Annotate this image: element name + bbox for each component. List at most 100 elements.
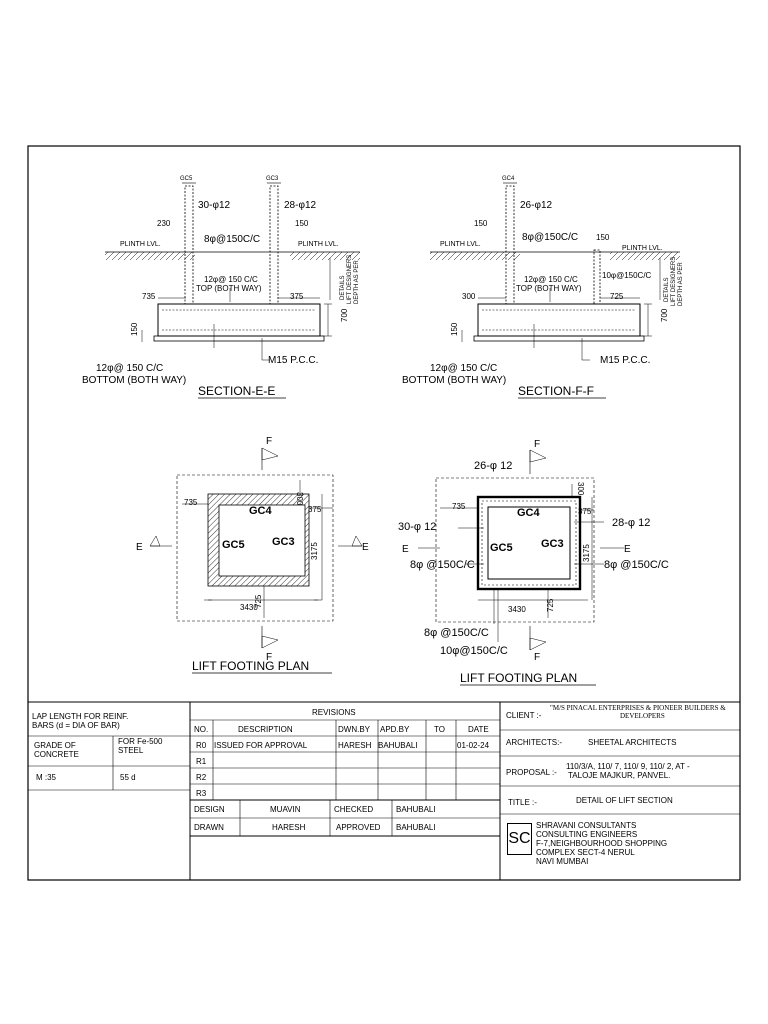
- label-bars-left: 30-φ12: [198, 200, 230, 211]
- plan-left-e-right: E: [362, 542, 369, 553]
- dim-700: 700: [340, 308, 349, 322]
- approved-by: BAHUBALI: [396, 823, 436, 832]
- dim-150-a: 150: [474, 219, 488, 228]
- plan-right-title: LIFT FOOTING PLAN: [460, 671, 577, 685]
- label-plinth-left-f: PLINTH LVL.: [440, 241, 481, 248]
- depth-note-2-f: LIFT DESIGNERS: [671, 257, 677, 306]
- drawing-title: DETAIL OF LIFT SECTION: [576, 796, 673, 805]
- soil-hatch-left-f: [430, 252, 520, 260]
- architects-label: ARCHITECTS:-: [506, 738, 562, 747]
- rev-r0-date: 01-02-24: [457, 741, 490, 750]
- lift-pit: [218, 504, 306, 577]
- lift-walls-right: [476, 495, 582, 591]
- wall-right: [593, 249, 601, 305]
- plan-left-dim-3175: 3175: [310, 542, 319, 560]
- label-bottom-bars-1-f: 12φ@ 150 C/C: [430, 363, 497, 374]
- rev-r0: R0: [196, 741, 207, 750]
- plan-right-dim-375: 375: [578, 507, 592, 516]
- firm-line-5: NAVI MUMBAI: [536, 857, 589, 866]
- plan-left-dim-375: 375: [308, 505, 322, 514]
- plan-right-stir-bottom: 8φ @150C/C: [424, 627, 489, 639]
- label-pcc-f: M15 P.C.C.: [600, 355, 650, 366]
- rev-r2: R2: [196, 773, 207, 782]
- label-bottom-bars-2-f: BOTTOM (BOTH WAY): [402, 375, 506, 386]
- label-plinth-right: PLINTH LVL.: [298, 241, 339, 248]
- dim-150-side: 150: [130, 322, 139, 336]
- rev-r3: R3: [196, 789, 207, 798]
- column-gc3: [269, 185, 279, 305]
- depth-note-1-f: DETAILS: [664, 277, 670, 302]
- plan-right-dim-3175: 3175: [582, 544, 591, 562]
- approved-label: APPROVED: [336, 823, 381, 832]
- label-bars-f: 26-φ12: [520, 200, 552, 211]
- section-e-e: GC5 GC3 30-φ12 28-φ12 230 150 8φ@150C/C …: [82, 176, 360, 399]
- depth-note-3: DEPTH AS PER: [354, 260, 360, 304]
- plan-right-gc3: GC3: [541, 538, 564, 550]
- lift-footing-plan-left: F F E E GC4 GC5 GC3 735 300 375 3175 343…: [136, 436, 369, 674]
- plan-right-dim-300: 300: [576, 482, 585, 496]
- steel-line-2: STEEL: [118, 746, 144, 755]
- plan-right-stir-right: 8φ @150C/C: [604, 559, 669, 571]
- design-label: DESIGN: [194, 805, 225, 814]
- client-line-1: "M/S PINACAL ENTERPRISES & PIONEER BUILD…: [550, 704, 726, 712]
- label-top-bars-1-f: 12φ@ 150 C/C: [524, 275, 578, 284]
- depth-note-2: LIFT DESIGNERS: [347, 255, 353, 304]
- firm-line-4: COMPLEX SECT-4 NERUL: [536, 848, 635, 857]
- lift-footing-plan-right: F F E E 26-φ 12 30-φ 12 28-φ 12 8φ @150C…: [398, 439, 669, 686]
- col-to: TO: [434, 725, 445, 734]
- soil-hatch-left: [105, 252, 195, 260]
- revisions-heading: REVISIONS: [312, 708, 356, 717]
- pcc-bed: [153, 335, 325, 342]
- plan-right-e-left: E: [402, 544, 409, 555]
- plan-left-dim-725: 725: [254, 594, 263, 608]
- sheet-border: [27, 145, 741, 881]
- plan-left-f-top: F: [266, 436, 272, 447]
- label-plinth-right-f: PLINTH LVL.: [622, 245, 663, 252]
- lap-length-line-2: BARS (d = DIA OF BAR): [32, 721, 120, 730]
- label-pcc: M15 P.C.C.: [268, 355, 318, 366]
- rebar-ring-outer: [481, 500, 577, 586]
- dim-735: 735: [142, 292, 156, 301]
- depth-note-1: DETAILS: [340, 275, 346, 300]
- depth-note-3-f: DEPTH AS PER: [678, 262, 684, 306]
- column-gc5: [184, 185, 194, 305]
- concrete-grade: M :35: [36, 773, 57, 782]
- plan-left-dim-735: 735: [184, 498, 198, 507]
- label-top-bars-2: TOP (BOTH WAY): [196, 284, 262, 293]
- plan-right-gc4: GC4: [517, 507, 541, 519]
- dim-375: 375: [290, 292, 304, 301]
- section-e-title: SECTION-E-E: [198, 384, 275, 398]
- plan-right-dim-735: 735: [452, 502, 466, 511]
- title-block-grid: [28, 701, 740, 880]
- plan-right-stir-left: 8φ @150C/C: [410, 559, 475, 571]
- plan-left-gc4: GC4: [249, 505, 273, 517]
- rev-r0-approved-by: BAHUBALI: [378, 741, 418, 750]
- firm-line-2: CONSULTING ENGINEERS: [536, 830, 638, 839]
- footing-outline-right: [435, 477, 595, 623]
- section-f-f: GC4 26-φ12 150 150 8φ@150C/C PLINTH LVL.…: [402, 176, 684, 399]
- checked-label: CHECKED: [334, 805, 374, 814]
- raft-slab: [157, 303, 321, 337]
- proposal-line-2: TALOJE MAJKUR, PANVEL.: [568, 771, 671, 780]
- soil-hatch-right: [290, 252, 360, 260]
- grade-line-2: CONCRETE: [34, 750, 79, 759]
- label-stirrups-f: 8φ@150C/C: [522, 232, 578, 243]
- label-stirrups: 8φ@150C/C: [204, 234, 260, 245]
- plan-right-dim-725: 725: [546, 598, 555, 612]
- plan-right-stir-bottom-2: 10φ@150C/C: [440, 645, 508, 657]
- section-f-title: SECTION-F-F: [518, 384, 594, 398]
- raft-slab-f: [477, 303, 641, 337]
- proposal-label: PROPOSAL :-: [506, 768, 557, 777]
- soil-hatch-right-f: [610, 252, 680, 260]
- dim-150-side-f: 150: [450, 322, 459, 336]
- label-stirrups-right-f: 10φ@150C/C: [602, 271, 652, 280]
- column-gc4: [505, 185, 515, 305]
- rev-r1: R1: [196, 757, 207, 766]
- plan-left-e-left: E: [136, 542, 143, 553]
- grade-line-1: GRADE OF: [34, 741, 76, 750]
- plan-right-bars-top: 26-φ 12: [474, 460, 512, 472]
- label-gc5: GC5: [180, 176, 193, 182]
- plan-left-gc3: GC3: [272, 536, 295, 548]
- label-gc4: GC4: [502, 176, 515, 182]
- label-plinth-left: PLINTH LVL.: [120, 241, 161, 248]
